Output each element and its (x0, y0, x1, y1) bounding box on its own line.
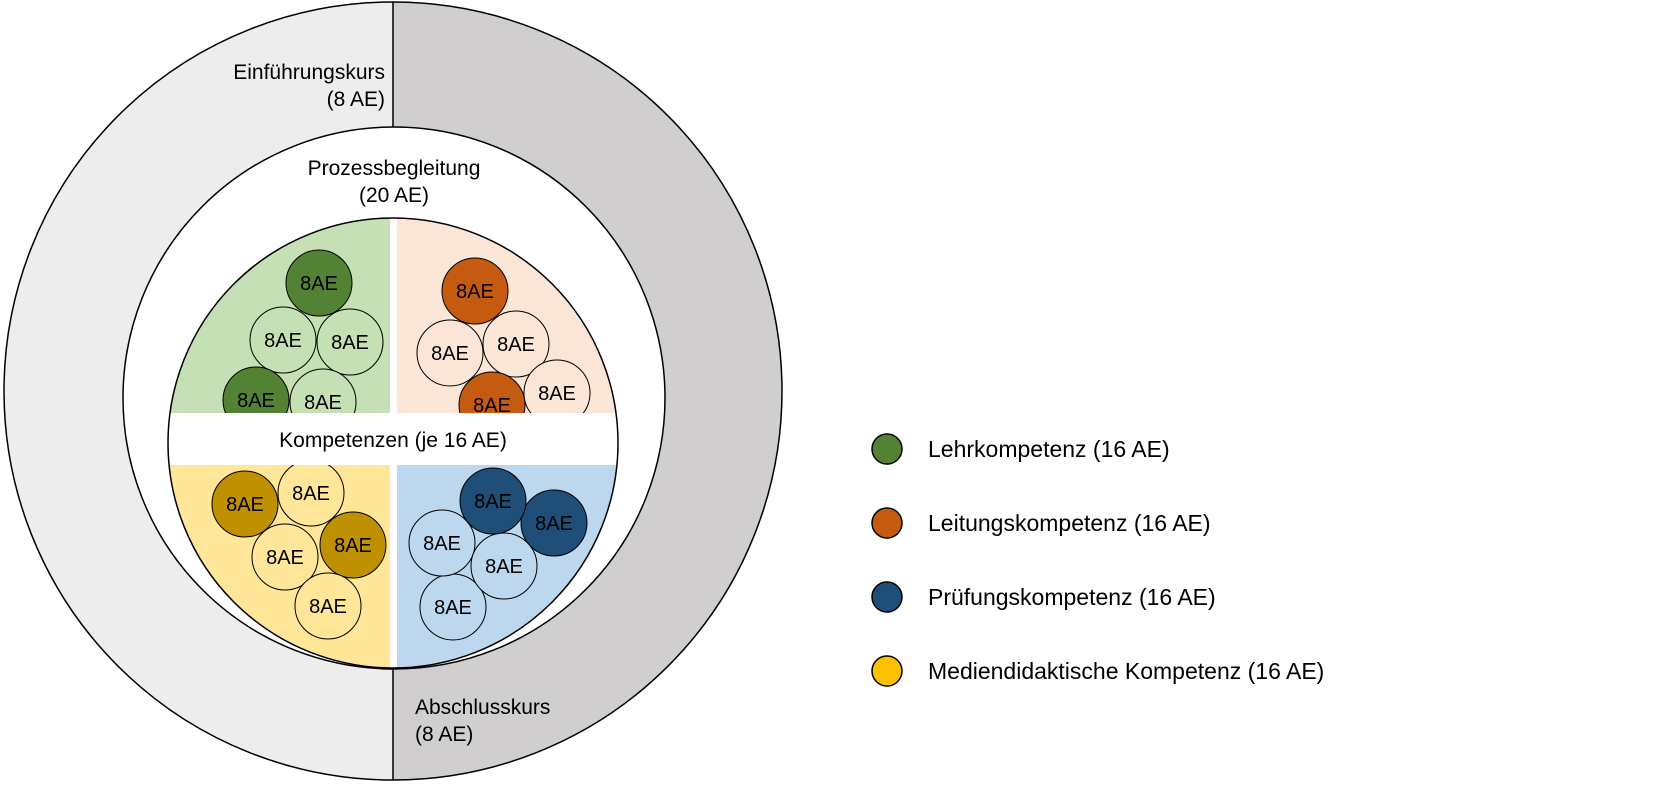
unit-label: 8AE (226, 494, 264, 516)
unit-label: 8AE (538, 383, 576, 405)
unit-label: 8AE (300, 273, 338, 295)
final-course-hours: (8 AE) (415, 723, 473, 746)
unit-label: 8AE (473, 395, 511, 417)
unit-label: 8AE (264, 330, 302, 352)
units-pruefung: 8AE 8AE 8AE 8AE 8AE (408, 467, 588, 641)
unit-circle-medien (211, 470, 279, 538)
unit-label: 8AE (431, 343, 469, 365)
unit-circle-lehr (222, 366, 290, 413)
unit-circle-leitung (458, 371, 526, 413)
legend: Lehrkompetenz (16 AE) Leitungskompetenz (… (871, 433, 1324, 687)
unit-circle-medien (319, 511, 387, 579)
unit-circle-medien (251, 523, 319, 591)
unit-circle-medien (294, 572, 362, 640)
band-label: Kompetenzen (je 16 AE) (279, 429, 507, 452)
unit-label: 8AE (497, 334, 535, 356)
legend-label: Leitungskompetenz (16 AE) (928, 510, 1211, 536)
unit-circle-leitung (523, 359, 591, 413)
unit-circle-lehr (285, 249, 353, 317)
unit-label: 8AE (304, 392, 342, 414)
unit-circle-pruefung (408, 509, 476, 577)
units-medien: 8AE 8AE 8AE 8AE 8AE (211, 465, 387, 640)
unit-circle-pruefung (520, 489, 588, 557)
units-lehr: 8AE 8AE 8AE 8AE 8AE (222, 249, 384, 414)
final-course-title: Abschlusskurs (415, 696, 550, 719)
units-leitung: 8AE 8AE 8AE 8AE 8AE (416, 257, 591, 417)
unit-label: 8AE (309, 596, 347, 618)
core-border (167, 217, 619, 669)
unit-label: 8AE (485, 556, 523, 578)
unit-circle-medien (277, 465, 345, 527)
legend-label: Mediendidaktische Kompetenz (16 AE) (928, 658, 1324, 684)
unit-circle-lehr (249, 306, 317, 374)
unit-label: 8AE (334, 535, 372, 557)
unit-circle-pruefung (470, 532, 538, 600)
legend-swatch-icon (871, 507, 903, 539)
intro-course-hours: (8 AE) (327, 88, 385, 111)
unit-label: 8AE (535, 513, 573, 535)
legend-label: Lehrkompetenz (16 AE) (928, 436, 1170, 462)
unit-label: 8AE (331, 332, 369, 354)
unit-circle-leitung (482, 310, 550, 378)
unit-circle-leitung (441, 257, 509, 325)
unit-label: 8AE (456, 281, 494, 303)
unit-circle-leitung (416, 319, 484, 387)
unit-label: 8AE (434, 597, 472, 619)
unit-circle-lehr (289, 368, 357, 413)
unit-circle-lehr (316, 308, 384, 376)
process-support-title: Prozessbegleitung (308, 157, 481, 180)
unit-label: 8AE (266, 547, 304, 569)
unit-label: 8AE (292, 483, 330, 505)
unit-circle-pruefung (459, 467, 527, 535)
legend-swatch-icon (871, 655, 903, 687)
unit-label: 8AE (237, 390, 275, 412)
intro-course-title: Einführungskurs (233, 61, 385, 84)
legend-swatch-icon (871, 581, 903, 613)
unit-label: 8AE (423, 533, 461, 555)
process-support-hours: (20 AE) (359, 184, 429, 207)
unit-label: 8AE (474, 491, 512, 513)
legend-label: Prüfungskompetenz (16 AE) (928, 584, 1216, 610)
legend-swatch-icon (871, 433, 903, 465)
